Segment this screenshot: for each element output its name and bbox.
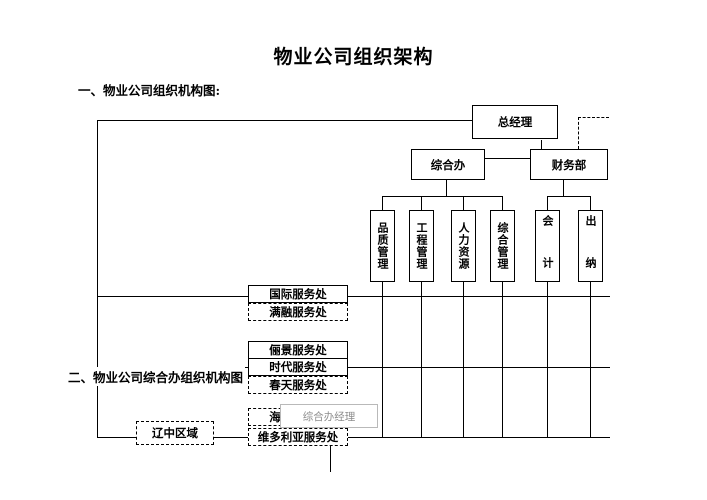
box-general-office-label: 综合办 [430, 157, 466, 172]
box-service-manrong-label: 满融服务处 [269, 305, 327, 319]
box-dept-quality-management[interactable]: 品质管理 [370, 210, 395, 282]
connector-dept5-down [547, 282, 549, 438]
connector-dept4-down [502, 282, 504, 438]
box-dept-engineering-management-label: 工程管理 [415, 222, 428, 270]
box-dept-engineering-management[interactable]: 工程管理 [409, 210, 434, 282]
box-dept-cashier[interactable]: 出 纳 [578, 210, 603, 282]
box-general-manager-label: 总经理 [497, 115, 533, 129]
box-finance-department[interactable]: 财务部 [530, 149, 608, 180]
connector-dept6-down [590, 282, 592, 438]
connector-cwb-down [563, 180, 565, 197]
connector-dept-bus-left [382, 196, 503, 198]
connector-dept-bus-right [547, 196, 591, 198]
box-region-liaozhong-label: 辽中区域 [152, 426, 198, 440]
section-2-heading: 二、物业公司综合办组织机构图 [66, 367, 246, 386]
box-general-manager[interactable]: 总经理 [472, 105, 558, 139]
connector-rail-1 [97, 296, 610, 298]
box-dept-accountant-label: 会 计 [541, 215, 554, 277]
connector-dept6-up [590, 196, 592, 210]
box-dept-cashier-label: 出 纳 [584, 215, 597, 277]
box-service-victoria-label: 维多利亚服务处 [257, 430, 339, 444]
connector-main-trunk [97, 120, 99, 438]
connector-finance-dashed-vertical [578, 117, 579, 149]
box-dept-quality-management-label: 品质管理 [376, 222, 389, 270]
connector-gm-left-arm [97, 120, 472, 122]
connector-dept2-down [421, 282, 423, 438]
box-service-lijing-label: 俪景服务处 [269, 343, 327, 357]
box-dept-general-management-label: 综合管理 [496, 222, 509, 270]
connector-dept1-up [382, 196, 384, 210]
box-service-international[interactable]: 国际服务处 [248, 285, 348, 303]
section-1-heading: 一、物业公司组织机构图: [78, 83, 221, 98]
connector-zhb-down [446, 180, 448, 197]
box-general-office-manager-label: 综合办经理 [302, 410, 356, 423]
box-dept-general-management[interactable]: 综合管理 [490, 210, 515, 282]
box-service-chuntian-label: 春天服务处 [269, 378, 327, 392]
connector-dept1-down [382, 282, 384, 438]
connector-dept4-up [502, 196, 504, 210]
box-dept-human-resources[interactable]: 人力资源 [451, 210, 476, 282]
box-dept-accountant[interactable]: 会 计 [535, 210, 560, 282]
box-service-manrong[interactable]: 满融服务处 [248, 303, 348, 321]
box-dept-human-resources-label: 人力资源 [457, 222, 470, 270]
connector-overlay-down [330, 427, 332, 472]
box-service-lijing[interactable]: 俪景服务处 [248, 341, 348, 359]
connector-dept3-up [463, 196, 465, 210]
connector-finance-dashed-horizontal [578, 117, 609, 118]
box-service-chuntian[interactable]: 春天服务处 [248, 376, 348, 394]
box-service-shidai-label: 时代服务处 [269, 360, 327, 374]
box-general-office[interactable]: 综合办 [411, 149, 485, 180]
connector-level2-bar [446, 158, 564, 160]
connector-rail-2 [97, 367, 610, 369]
box-service-victoria[interactable]: 维多利亚服务处 [248, 428, 348, 446]
connector-dept5-up [547, 196, 549, 210]
page-title: 物业公司组织架构 [273, 46, 434, 68]
box-service-international-label: 国际服务处 [269, 287, 327, 301]
box-general-office-manager-overlay[interactable]: 综合办经理 [280, 404, 378, 428]
box-service-shidai[interactable]: 时代服务处 [248, 358, 348, 376]
connector-dept2-up [421, 196, 423, 210]
connector-dept3-down [463, 282, 465, 438]
box-region-liaozhong[interactable]: 辽中区域 [136, 421, 214, 445]
box-finance-department-label: 财务部 [551, 157, 587, 172]
connector-rail-3 [97, 437, 610, 439]
